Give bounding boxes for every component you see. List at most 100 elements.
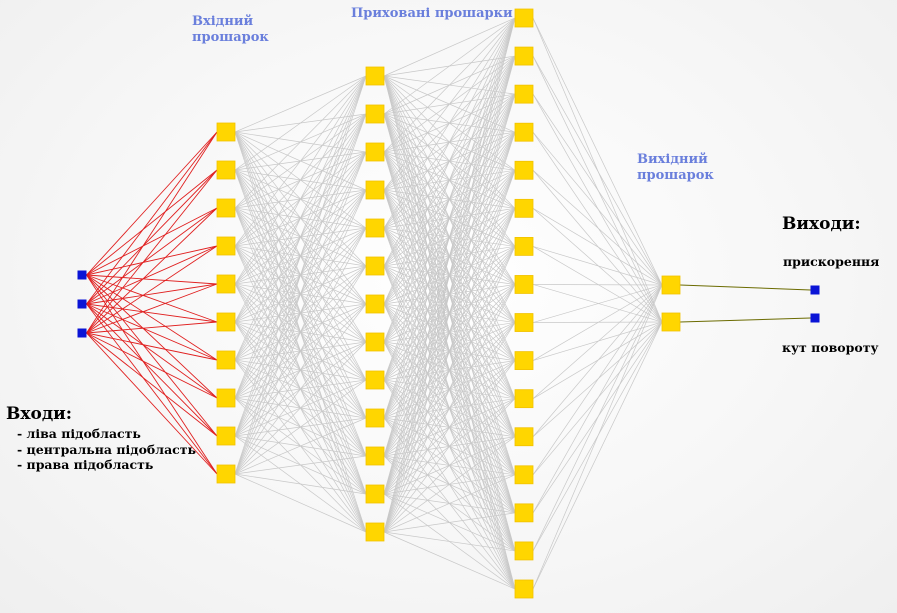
connection-edge [383,246,516,533]
hidden-layers-title: Приховані прошарки [351,6,513,21]
connection-edge [86,332,218,399]
connection-edge [383,132,516,533]
inputs-list: - ліва підобласть - центральна підобласт… [17,426,196,473]
connection-edge [234,75,367,133]
connection-edge [532,93,663,286]
connection-edge [234,417,367,475]
connection-edge [86,245,218,334]
connection-edge [86,283,218,305]
connection-edge [234,75,367,399]
connection-edge [383,17,516,533]
connection-edge [234,75,367,361]
input-node [77,270,87,280]
connection-edge [532,284,663,514]
connection-edge [383,474,516,533]
connection-edge [532,55,663,286]
connection-edge [532,284,663,323]
connection-edge [383,531,516,552]
connection-edge [234,265,367,475]
outputs-title: Виходи: [782,214,861,234]
input-layer-neuron [216,350,236,370]
connection-edge [86,274,218,437]
hidden-layer-1-neuron [365,142,385,162]
input-node [77,299,87,309]
connection-edge [383,17,516,115]
input-layer-neuron [216,464,236,484]
connection-edge [86,169,218,305]
connection-edge [383,17,516,457]
connection-edge [86,274,218,285]
output-node [810,285,820,295]
input-layer-neuron [216,236,236,256]
connection-edge [86,274,218,399]
connection-edge [532,17,663,286]
connection-edge [532,284,663,475]
input-layer-neuron [216,160,236,180]
input-item-left: - ліва підобласть [17,426,141,441]
connection-edge [532,246,663,323]
hidden-layer-2-neuron [514,313,534,332]
connection-edge [234,227,367,475]
connection-edge [86,303,218,437]
connection-edge [532,170,663,323]
hidden-layer-2-neuron [514,275,534,294]
connection-edge [532,284,663,361]
hidden-layer-2-neuron [514,84,534,104]
input-item-right: - права підобласть [17,457,154,472]
connection-edge [234,75,367,285]
connection-edge [234,75,367,209]
inputs-title: Входи: [6,404,73,424]
hidden-layer-2-neuron [514,389,534,409]
output-label-acceleration: прискорення [783,254,880,269]
connection-edge [383,17,516,267]
connection-edge [383,17,516,419]
connection-edge [86,207,218,276]
output-label-steering-angle: кут повороту [782,340,879,355]
hidden-layer-2-neuron [514,8,534,28]
connection-edge [383,208,516,533]
connection-edge [86,207,218,334]
connection-edge [532,284,663,552]
connection-edge [86,274,218,323]
connection-edge [383,17,516,229]
connection-edge [532,284,663,399]
connection-edge [383,17,516,77]
connection-edge [234,75,367,171]
connection-edge [383,322,516,533]
connection-edge [86,131,218,276]
input-layer-neuron [216,312,236,332]
connection-edge [383,17,516,343]
connection-edge [532,132,663,323]
connection-edge [86,131,218,305]
connection-edge [532,321,663,361]
connection-edge [234,473,367,533]
connection-edge [383,436,516,533]
connection-edge [86,245,218,305]
connection-edge [532,284,663,437]
hidden-layer-2-neuron [514,427,534,447]
hidden-layer-2-neuron [514,122,534,142]
connection-edge [234,113,367,475]
hidden-layer-1-neuron [365,332,385,352]
connection-edge [532,131,663,286]
output-layer-title: Вихідний прошарок [637,152,714,183]
connection-edge [383,170,516,533]
hidden-layer-2-neuron [514,503,534,523]
connection-edge [532,208,663,323]
hidden-layer-2-neuron [514,465,534,485]
connection-edge [234,455,367,475]
hidden-layer-1-neuron [365,446,385,466]
connection-edge [532,321,663,323]
input-layer-neuron [216,274,236,294]
output-layer-neuron [661,312,681,332]
connection-edge [679,284,811,291]
connection-edge [86,131,218,334]
connection-edge [383,284,516,533]
connection-edge [234,75,367,475]
connection-edge [234,75,367,247]
connection-edge [86,274,218,361]
connection-edge [383,17,516,495]
connection-edge [86,303,218,361]
hidden-layer-2-neuron [514,198,534,218]
